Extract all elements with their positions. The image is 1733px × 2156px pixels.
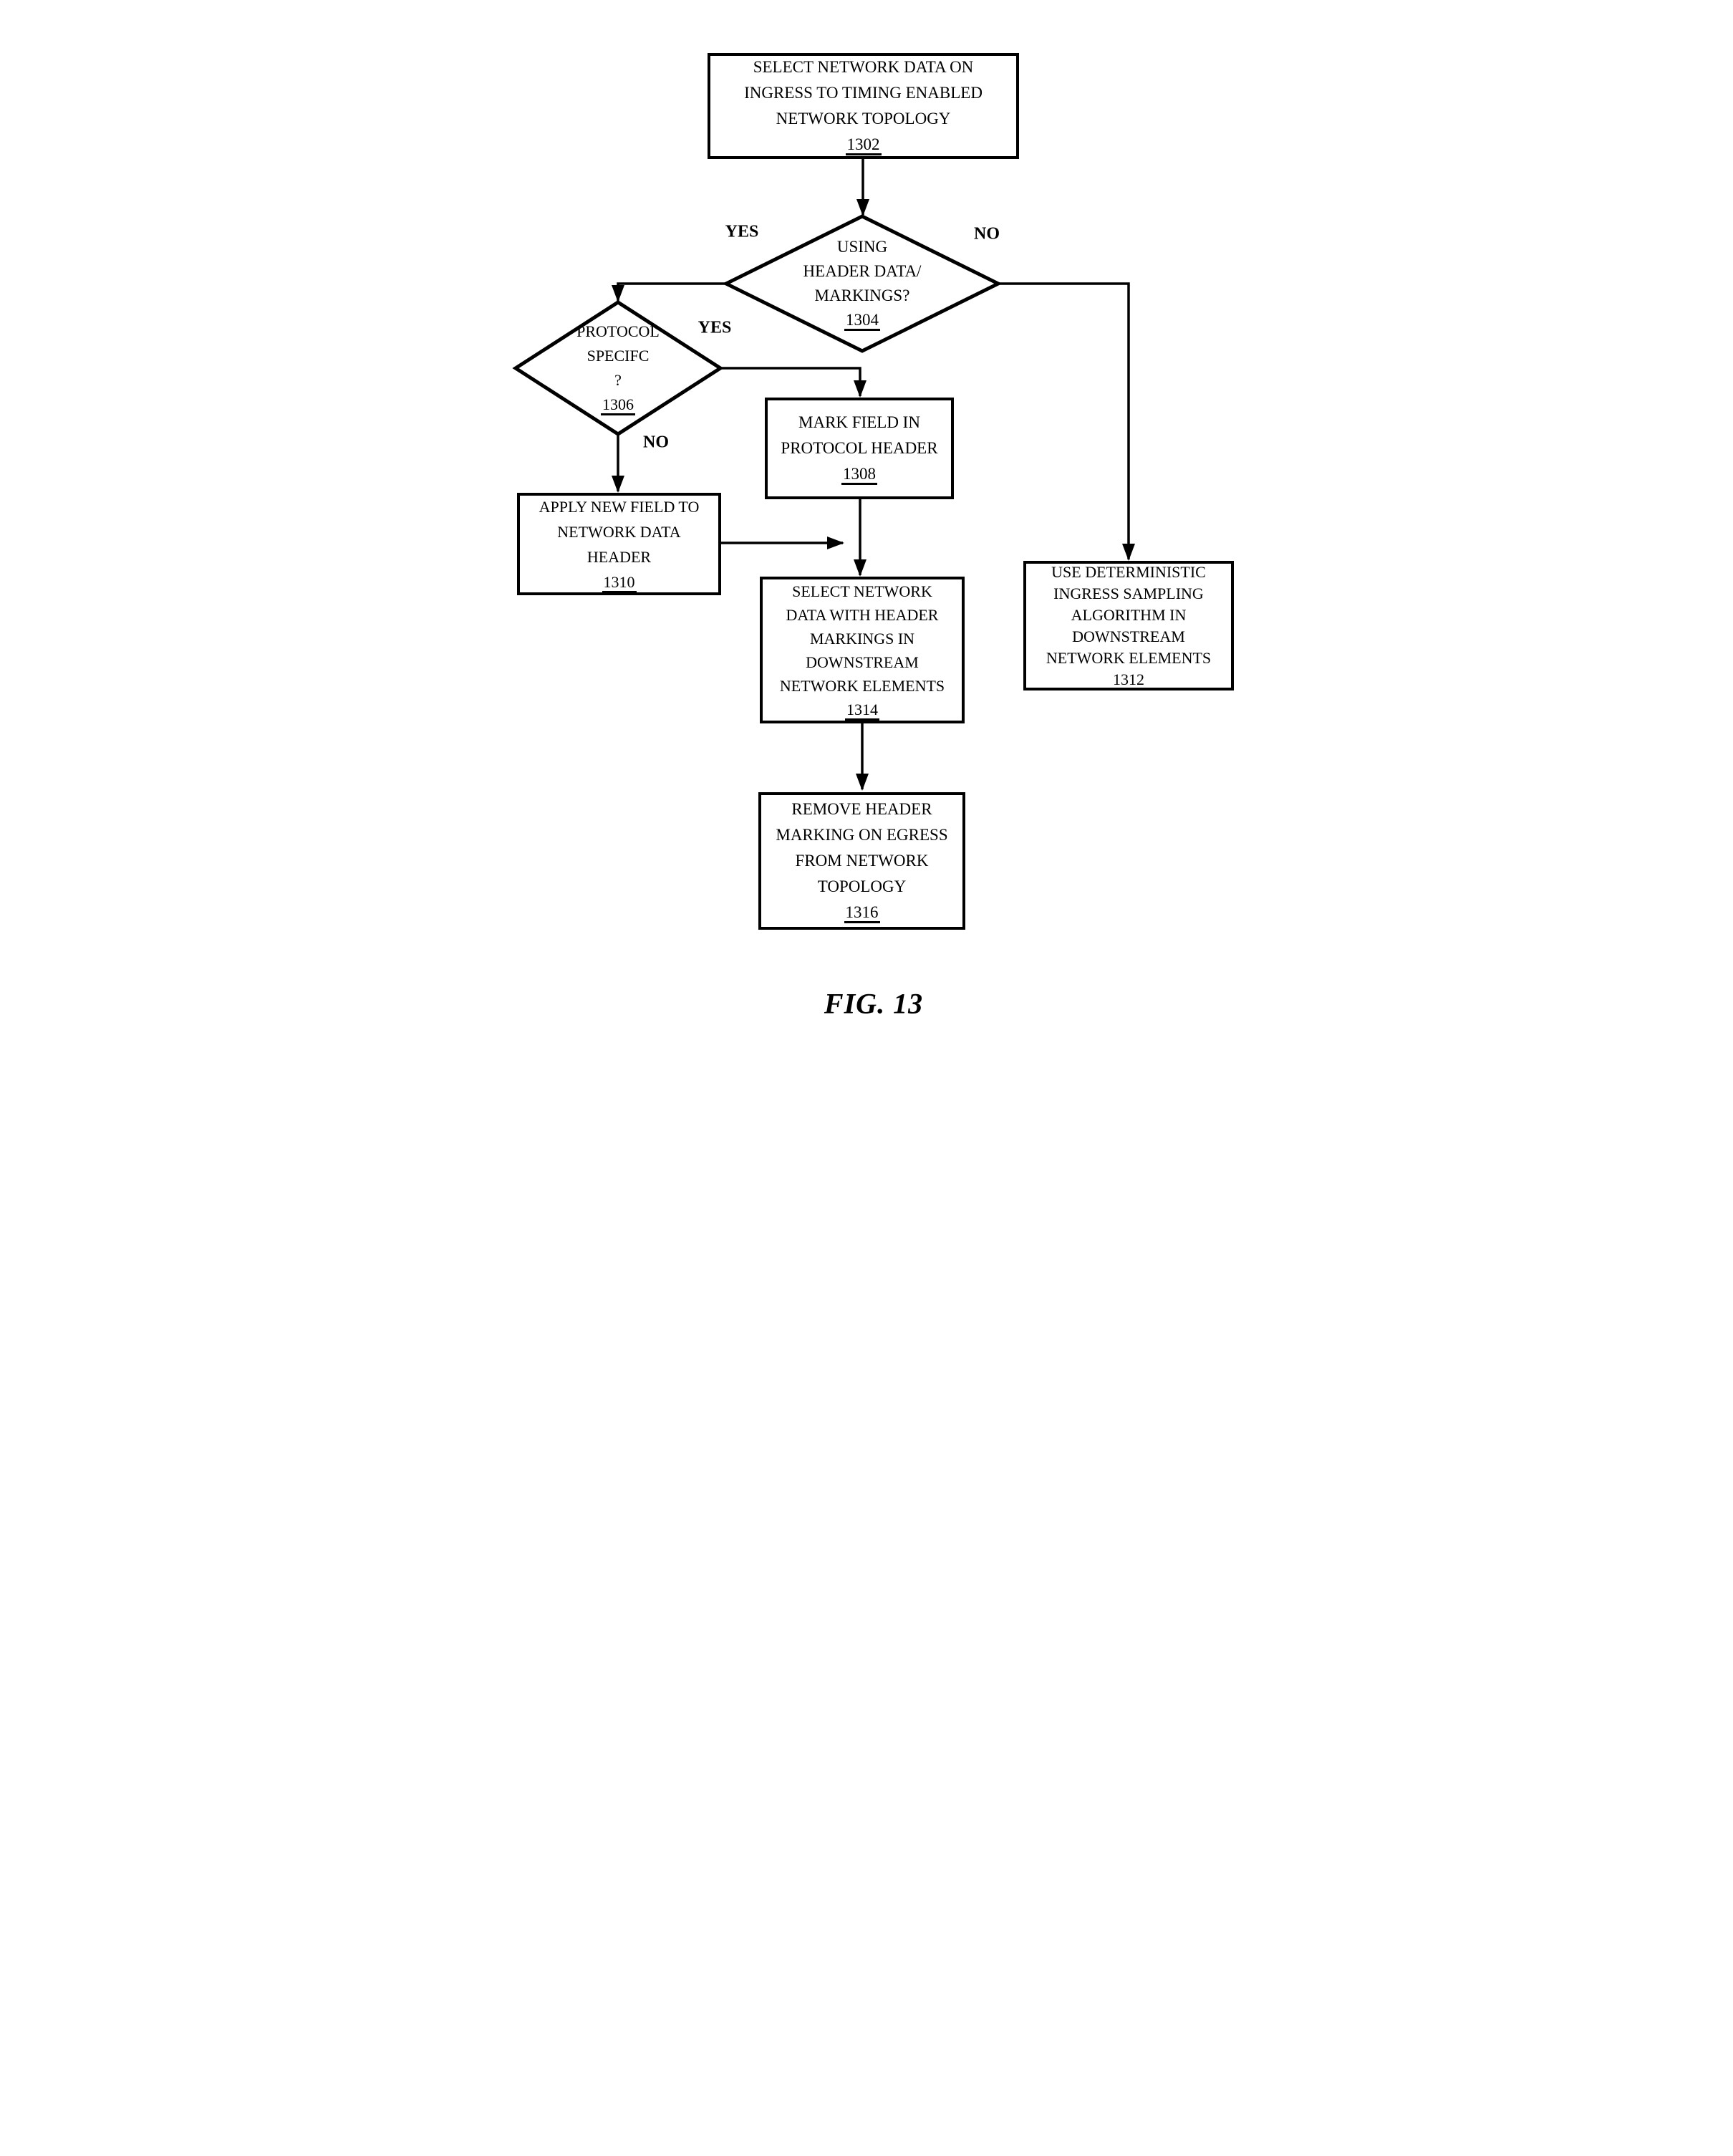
- edge-label-1304-no: NO: [974, 224, 1000, 244]
- decision-text-1306: PROTOCOL SPECIFC? 1306: [539, 302, 697, 434]
- edge-label-1306-yes: YES: [697, 318, 732, 337]
- node-1308-line: PROTOCOL HEADER: [781, 439, 938, 457]
- node-1314-ref-number: 1314: [845, 700, 879, 721]
- edge-1304-yes-to-1306: [612, 282, 727, 302]
- process-box-1308: MARK FIELD IN PROTOCOL HEADER 1308: [765, 398, 954, 499]
- node-1302-line: NETWORK TOPOLOGY: [776, 110, 951, 127]
- node-1314-line: MARKINGS IN: [809, 629, 915, 648]
- node-1312-line: DOWNSTREAM: [1072, 627, 1185, 645]
- node-1314-line: DATA WITH HEADER: [786, 605, 939, 624]
- node-1310-line: APPLY NEW FIELD TO: [539, 497, 700, 516]
- decision-diamond-1306: [512, 300, 724, 436]
- node-1314-line: SELECT NETWORK: [792, 582, 932, 600]
- node-1308-ref-number: 1308: [841, 465, 877, 485]
- flowchart-wires: [512, 159, 1135, 791]
- node-1310-line: HEADER: [586, 547, 652, 566]
- process-box-1302: SELECT NETWORK DATA ON INGRESS TO TIMING …: [708, 53, 1019, 159]
- node-1306-ref-number: 1306: [601, 395, 635, 415]
- node-1312-line: ALGORITHM IN: [1071, 605, 1187, 624]
- patent-flowchart-page: SELECT NETWORK DATA ON INGRESS TO TIMING …: [433, 0, 1300, 1078]
- node-1304-ref-number: 1304: [844, 311, 880, 331]
- node-1312-ref-number: 1312: [1111, 670, 1146, 690]
- node-1302-line: SELECT NETWORK DATA ON: [753, 58, 974, 76]
- node-1312-line: USE DETERMINISTIC: [1051, 562, 1206, 581]
- node-1310-ref-number: 1310: [602, 572, 637, 593]
- node-1304-line: MARKINGS?: [814, 287, 910, 304]
- node-1314-line: NETWORK ELEMENTS: [779, 676, 945, 695]
- decision-text-1304: USING HEADER DATA/MARKINGS? 1304: [755, 216, 970, 351]
- node-1312-line: INGRESS SAMPLING: [1053, 584, 1204, 602]
- node-1306-line: PROTOCOL: [576, 322, 660, 340]
- process-box-1310: APPLY NEW FIELD TO NETWORK DATA HEADER 1310: [517, 493, 721, 595]
- figure-caption: FIG. 13: [824, 987, 924, 1020]
- node-1302-ref-number: 1302: [845, 135, 882, 155]
- node-1316-line: REMOVE HEADER: [791, 800, 932, 818]
- process-box-1316: REMOVE HEADER MARKING ON EGRESS FROM NETWO…: [758, 792, 965, 930]
- node-1306-line: SPECIFC: [586, 347, 650, 365]
- edge-1306-yes-to-1308: [720, 367, 866, 398]
- node-1302-line: INGRESS TO TIMING ENABLED: [744, 84, 983, 102]
- node-1312-line: NETWORK ELEMENTS: [1046, 648, 1212, 667]
- node-1316-line: TOPOLOGY: [817, 877, 907, 895]
- edge-label-1306-no: NO: [643, 433, 669, 452]
- node-1314-line: DOWNSTREAM: [806, 653, 919, 671]
- node-1316-ref-number: 1316: [844, 903, 880, 923]
- node-1316-line: MARKING ON EGRESS: [776, 826, 948, 844]
- process-box-1314: SELECT NETWORK DATA WITH HEADER MARKINGS I…: [760, 577, 965, 723]
- edge-1304-no-to-1312: [998, 282, 1135, 561]
- node-1304-line: USING: [836, 238, 888, 256]
- edge-label-1304-yes: YES: [725, 222, 759, 241]
- decision-diamond-1304: [722, 214, 1003, 353]
- node-1316-line: FROM NETWORK: [795, 852, 929, 870]
- node-1304-line: HEADER DATA/: [803, 262, 922, 280]
- node-1310-line: NETWORK DATA: [557, 522, 681, 541]
- process-box-1312: USE DETERMINISTIC INGRESS SAMPLING ALGORIT…: [1023, 561, 1234, 690]
- node-1308-line: MARK FIELD IN: [798, 413, 920, 431]
- node-1306-line: ?: [614, 371, 622, 389]
